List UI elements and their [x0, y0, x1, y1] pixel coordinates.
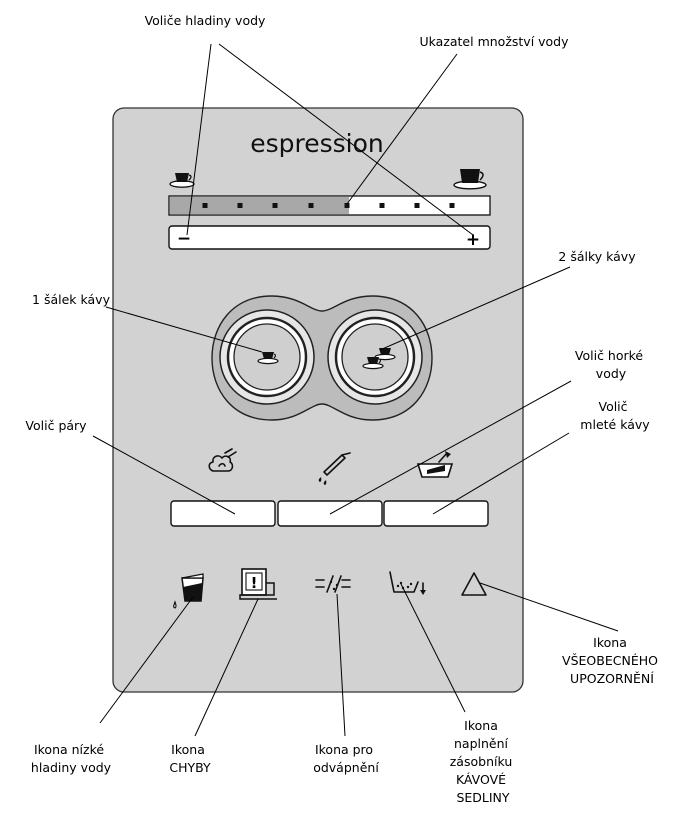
water-amount-dot: [308, 203, 314, 208]
one-cup-icon: [257, 352, 279, 365]
grounds-container-icon: [389, 571, 426, 595]
water-amount-dot: [344, 203, 350, 208]
leader-line: [432, 432, 570, 515]
label-one-cup: 1 šálek kávy: [32, 292, 111, 307]
leader-line: [346, 53, 458, 205]
general-warning-icon: [461, 572, 487, 596]
error-icon: !: [239, 568, 277, 600]
water-amount-dot: [272, 203, 278, 208]
water-amount-filled-segment: [170, 197, 349, 214]
label-ground-coffee-selector: Volič mleté kávy: [580, 399, 650, 432]
minus-button[interactable]: −: [177, 229, 191, 249]
low-water-icon: [173, 573, 204, 609]
leader-line: [329, 380, 572, 515]
water-amount-dot: [237, 203, 243, 208]
label-general-warning-icon: Ikona VŠEOBECNÉHO UPOZORNĚNÍ: [562, 635, 662, 686]
plus-button[interactable]: +: [466, 230, 480, 250]
label-grounds-container-icon: Ikona naplnění zásobníku KÁVOVÉ SEDLINY: [450, 718, 516, 805]
leader-line: [379, 266, 571, 351]
two-cups-icon: [362, 348, 396, 370]
large-cup-icon: [453, 169, 487, 190]
label-two-cups: 2 šálky kávy: [558, 249, 636, 264]
leader-line: [400, 583, 466, 713]
water-amount-dot: [379, 203, 385, 208]
steam-icon: [208, 448, 237, 472]
label-hot-water-selector: Volič horké vody: [575, 348, 647, 381]
label-descale-icon: Ikona pro odvápnění: [313, 742, 379, 775]
descale-icon: [315, 575, 351, 593]
label-water-level-selectors: Voliče hladiny vody: [145, 13, 266, 28]
hot-water-icon: [318, 452, 351, 485]
svg-text:!: !: [251, 574, 258, 592]
ground-coffee-selector-button[interactable]: [383, 500, 489, 527]
steam-selector-button[interactable]: [170, 500, 276, 527]
water-level-selector-bar[interactable]: [168, 225, 491, 250]
water-amount-dots: [202, 203, 455, 208]
label-steam-selector: Volič páry: [25, 418, 87, 433]
leader-line: [479, 582, 619, 632]
leader-line: [105, 306, 263, 353]
leader-line: [336, 593, 346, 737]
leader-line: [218, 43, 474, 236]
water-amount-dot: [414, 203, 420, 208]
leader-line: [186, 43, 212, 236]
small-cup-icon: [169, 173, 195, 188]
leader-line: [99, 596, 194, 724]
leader-line: [92, 435, 236, 515]
brand-logo: espression: [250, 129, 384, 158]
label-low-water-icon: Ikona nízké hladiny vody: [31, 742, 112, 775]
water-amount-dot: [202, 203, 208, 208]
label-error-icon: Ikona CHYBY: [169, 742, 211, 775]
water-amount-dot: [449, 203, 455, 208]
ground-coffee-icon: [416, 451, 454, 478]
label-water-amount-indicator: Ukazatel množství vody: [419, 34, 569, 49]
leader-line: [194, 598, 259, 737]
